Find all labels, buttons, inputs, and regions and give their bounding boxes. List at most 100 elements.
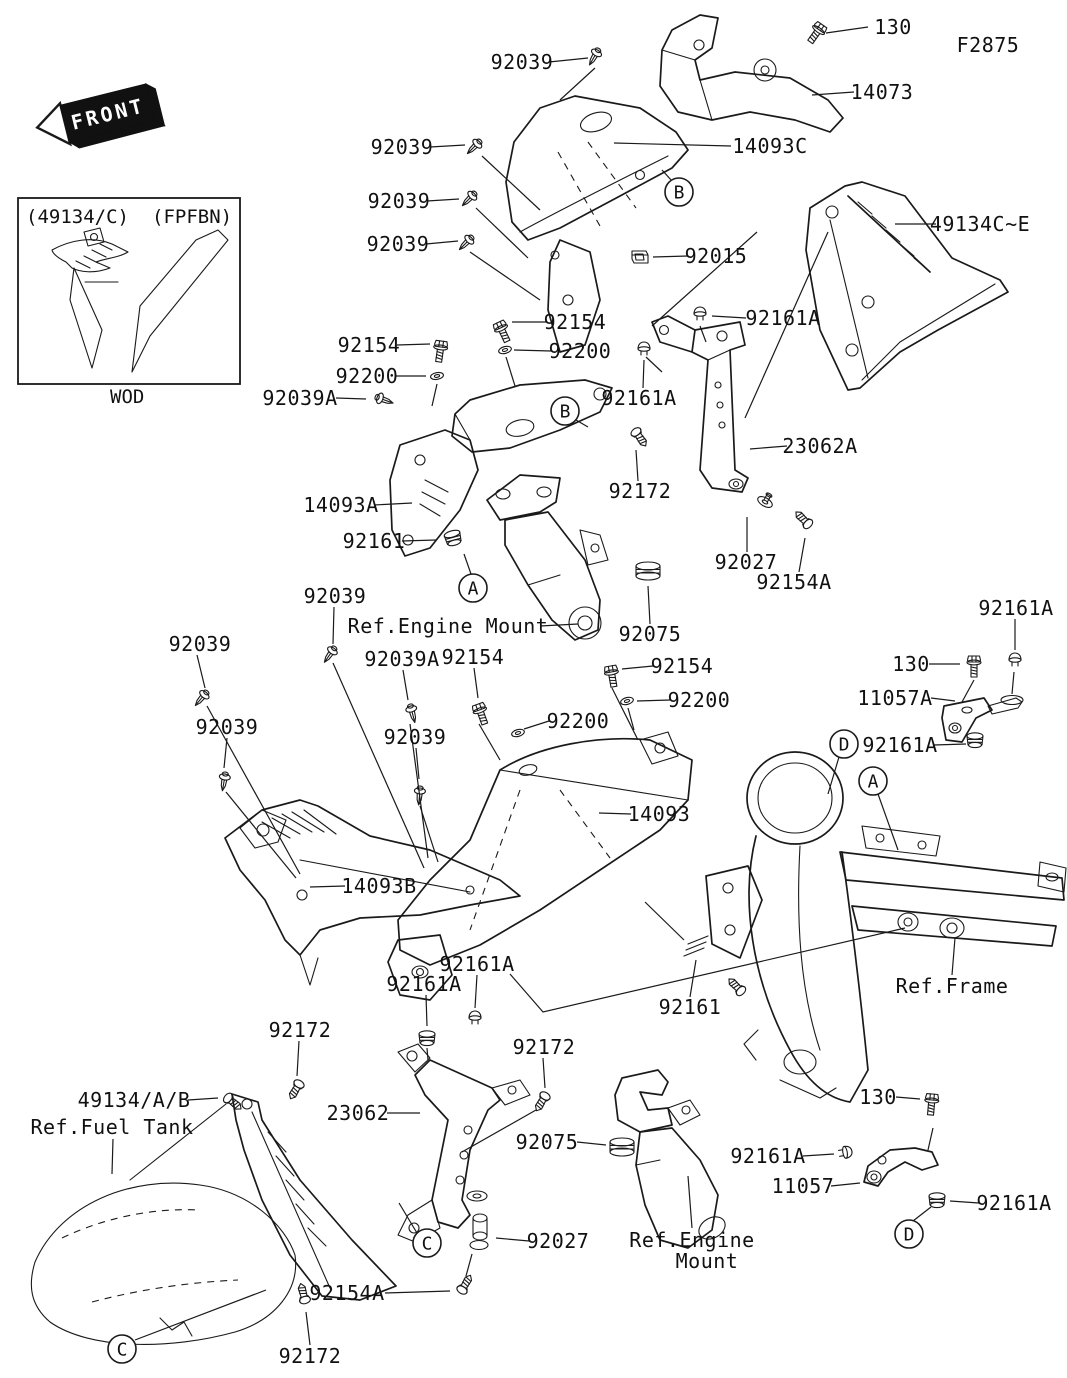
bolt-icon [491,318,515,345]
leader-line [134,1289,267,1341]
part-label: 130 [859,1085,897,1109]
leader-line [647,585,651,625]
callout-circle [412,1228,442,1258]
leader-line [661,169,673,182]
part-label: 49134/A/B [78,1088,191,1112]
part-label: Ref.Engine Mount [348,614,549,638]
part-label: 92039 [169,632,232,656]
part-label: 92161A [978,596,1053,620]
bolt-icon [966,655,982,678]
washer-icon [497,344,513,356]
part-label: 92027 [527,1229,590,1253]
part-label: 92154A [309,1281,384,1305]
part-label: 92161A [439,952,514,976]
bolt-icon [922,1092,940,1117]
part-label: 92200 [668,688,731,712]
part-label: 92161 [343,529,406,553]
callout-circle [894,1219,924,1249]
bolt-icon [470,701,492,727]
screw-icon [531,1089,553,1115]
leader-line [401,539,437,542]
part-label: 14093B [341,874,416,898]
rivet-icon [190,686,213,710]
screw-icon [724,974,748,998]
leader-line [598,812,632,815]
spring-pin-icon [683,935,709,957]
callout-letter: D [904,1225,915,1246]
part-label: 92200 [336,364,399,388]
part-label: 11057A [857,686,932,710]
rivet-icon [216,770,232,793]
bracket-23062 [397,1043,531,1243]
leader-line [548,57,589,63]
leader-line [474,974,478,1009]
part-label: 92039 [368,189,431,213]
fuel-tank [30,1182,297,1345]
front-arrow: FRONT [35,83,166,149]
part-label: 92172 [279,1344,342,1368]
leader-line [652,255,689,258]
part-label: 92039 [304,584,367,608]
leader-line [513,349,552,352]
leader-line [332,606,335,645]
washer-icon [429,370,445,382]
leader-line [711,315,747,319]
part-label: 92027 [715,550,778,574]
callout-letter: D [839,735,850,756]
rivet-icon [454,231,478,255]
part-label: Ref.Engine [629,1228,754,1252]
leader-line [187,1097,219,1101]
screw-icon [454,1271,476,1297]
part-label: 92154 [442,645,505,669]
fasteners [190,20,1022,1306]
leader-line [827,756,840,795]
trim-pin-icon [755,489,778,511]
leader-line [635,449,639,482]
callout-a: A [458,573,488,603]
part-label: 92172 [269,1018,332,1042]
construction-lines [206,67,1015,1277]
part-14093B [224,799,521,986]
leader-line [811,91,855,96]
bolt-icon [602,664,622,689]
leader-line [429,144,466,148]
callout-letter: C [422,1234,433,1255]
part-label: 92075 [619,622,682,646]
leader-line [951,937,956,976]
leader-line [111,1138,114,1175]
part-label: 92039A [364,647,439,671]
callout-circle [107,1334,137,1364]
leader-line [642,359,645,389]
leader-line [687,1175,693,1229]
part-label: 14093 [628,802,691,826]
callout-d: D [829,729,859,759]
engine-mount-upper [486,474,609,641]
callout-letter: A [868,772,879,793]
part-label: 14093C [732,134,807,158]
part-49134CE [805,181,1009,391]
callout-b: B [664,177,694,207]
damper-cap-icon [693,306,707,321]
leader-line [415,747,420,780]
leader-line [196,654,206,689]
leader-line [463,553,472,575]
part-label: 92161 [659,995,722,1019]
leader-line [542,1057,546,1089]
part-label: 14093A [303,493,378,517]
part-label: 92039 [196,715,259,739]
callout-circle [458,573,488,603]
part-label: 92039 [384,725,447,749]
leader-line [523,720,550,730]
part-label: 92200 [549,339,612,363]
part-label: 11057 [772,1174,835,1198]
part-label: 92154 [544,310,607,334]
washer-icon [619,695,635,707]
part-label: 92154 [338,333,401,357]
part-label: 92039A [262,386,337,410]
part-14093 [387,731,693,1001]
damper-icon [442,528,464,548]
part-14093C [505,95,689,353]
part-label: Ref.Fuel Tank [30,1115,193,1139]
